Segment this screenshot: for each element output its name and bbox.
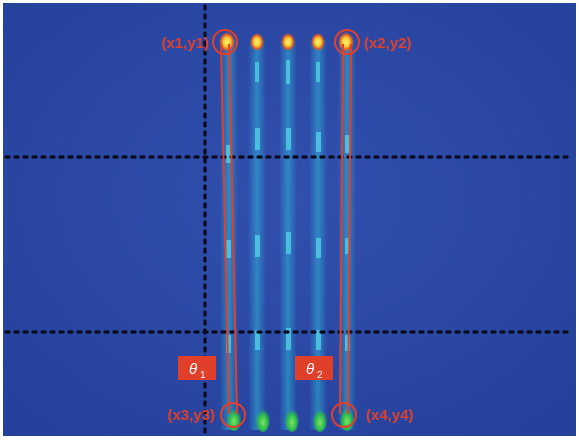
- top-spot: [281, 33, 295, 51]
- stripe-dash: [316, 330, 321, 350]
- stripe-dash: [345, 135, 350, 153]
- theta2-symbol: θ: [306, 361, 314, 378]
- stripe-dash: [286, 128, 291, 150]
- marker-circle-x3y3: [220, 402, 246, 428]
- stripe-dash: [316, 62, 320, 82]
- theta2-box: [295, 356, 333, 380]
- stripe-dash: [255, 330, 260, 350]
- stripe-dash: [345, 238, 350, 254]
- stripe-dash: [226, 240, 231, 258]
- top-spot: [219, 32, 235, 52]
- stripe-dash: [345, 335, 350, 351]
- theta2-subscript: 2: [317, 370, 323, 381]
- theta2-badge: θ 2: [295, 356, 333, 381]
- label-x2y2: (x2,y2): [364, 35, 412, 52]
- theta1-symbol: θ: [189, 361, 197, 378]
- stripe-dash: [286, 60, 290, 84]
- bottom-spot: [285, 408, 299, 432]
- stripe-dash: [255, 128, 260, 150]
- theta1-subscript: 1: [200, 370, 206, 381]
- coordinate-labels: (x1,y1) (x2,y2) (x3,y3) (x4,y4): [161, 35, 413, 424]
- stripe-dash: [316, 238, 321, 258]
- marker-circle-x1y1: [212, 29, 238, 55]
- stripe-dash: [286, 232, 291, 254]
- track-line-left-inner: [228, 43, 238, 415]
- stripe-dash: [286, 328, 291, 350]
- stripe-dash: [255, 62, 259, 82]
- label-x1y1: (x1,y1): [161, 35, 209, 52]
- stripe-dash: [316, 132, 321, 152]
- top-spot: [250, 33, 264, 51]
- top-spot: [311, 33, 325, 51]
- stripe-dash: [226, 145, 231, 163]
- annotation-lines: [212, 29, 360, 428]
- track-line-left-outer: [220, 43, 230, 415]
- bottom-spot: [313, 408, 327, 432]
- track-line-right-outer: [347, 43, 352, 415]
- stripe-dash: [226, 335, 231, 353]
- label-x4y4: (x4,y4): [366, 407, 414, 424]
- marker-circle-x2y2: [334, 29, 360, 55]
- marker-circle-x4y4: [331, 402, 357, 428]
- theta1-box: [178, 356, 216, 380]
- stripe-dash: [255, 235, 260, 257]
- bottom-spot: [256, 408, 270, 432]
- top-spots: [219, 32, 354, 52]
- theta1-badge: θ 1: [178, 356, 216, 381]
- label-x3y3: (x3,y3): [167, 407, 215, 424]
- track-line-right-inner: [339, 43, 344, 415]
